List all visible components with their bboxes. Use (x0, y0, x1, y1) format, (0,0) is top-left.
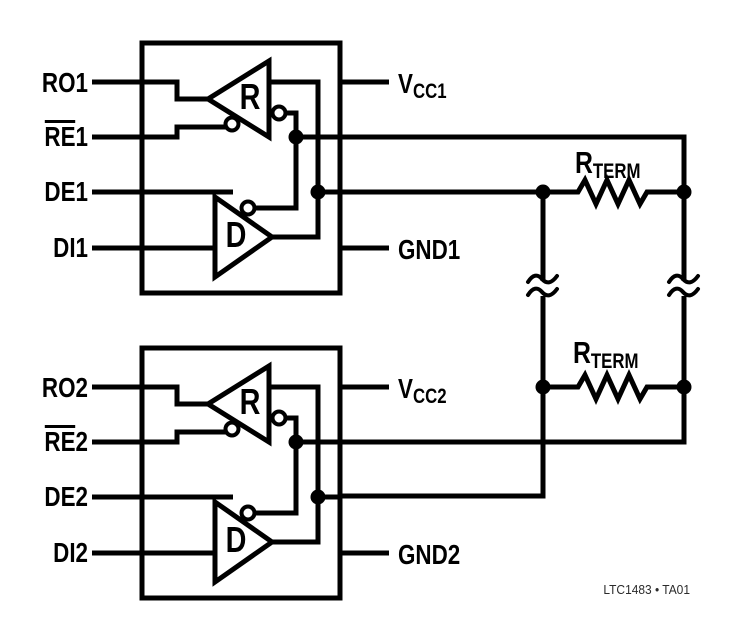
driver1-inverting-output-bubble (239, 199, 257, 217)
line-break-symbol-a (526, 273, 559, 298)
junction-dot (535, 379, 551, 395)
termination-resistor-2-symbol (543, 368, 684, 406)
driver2-inverting-output-bubble (239, 504, 257, 522)
tilde-icon (667, 273, 700, 285)
tilde-icon (526, 286, 559, 298)
rterm2-subscript: TERM (590, 350, 639, 373)
rterm1-main: R (575, 145, 593, 180)
rterm1-label: RTERM (575, 146, 641, 189)
junction-dot (310, 184, 326, 200)
pin-label-gnd2: GND2 (398, 539, 461, 570)
tilde-icon (667, 286, 700, 298)
vcc1-subscript: CC1 (412, 80, 447, 103)
ic1-outline (139, 40, 343, 296)
pin-label-de1: DE1 (44, 176, 88, 207)
driver1-triangle (212, 192, 277, 282)
ro1-wire (92, 79, 209, 102)
inverting-wire (256, 110, 299, 211)
receiver2-inverting-input-bubble (270, 409, 288, 427)
line-break-symbol-b (667, 273, 700, 298)
pin-label-ro1: RO1 (41, 67, 88, 98)
driver1-letter: D (225, 214, 247, 255)
receiver2-triangle (203, 361, 272, 447)
receiver2-enable-bubble (223, 420, 241, 438)
junction-dot (676, 184, 692, 200)
vcc2-main: V (398, 373, 413, 404)
re2-wire (92, 429, 226, 445)
transceiver-1 (92, 40, 389, 296)
pin-label-vcc2: VCC2 (398, 372, 447, 414)
junction-dot (288, 434, 304, 450)
re1-number: 1 (75, 121, 88, 152)
bus-wire-b-lower (340, 296, 687, 445)
termination-resistor-1-symbol (543, 173, 684, 211)
rterm2-main: R (573, 335, 591, 370)
bus-wire-a-lower (340, 296, 546, 499)
vcc1-main: V (398, 68, 413, 99)
ro2-wire (92, 384, 209, 407)
pin-label-re1: RE1 (29, 120, 88, 154)
rterm1-subscript: TERM (592, 160, 641, 183)
driver2-letter: D (225, 519, 247, 560)
transceiver-2 (92, 345, 389, 601)
pin-label-di1: DI1 (53, 232, 88, 263)
tilde-icon (526, 273, 559, 285)
figure-caption: LTC1483 • TA01 (603, 582, 690, 597)
re2-number: 2 (75, 426, 88, 457)
junction-dot (676, 379, 692, 395)
vcc2-subscript: CC2 (412, 385, 447, 408)
bus-wire-b-upper (340, 134, 687, 281)
junction-dot (535, 184, 551, 200)
receiver1-triangle (203, 56, 272, 142)
receiver1-enable-bubble (223, 115, 241, 133)
pin-label-ro2: RO2 (41, 372, 88, 403)
rterm2-label: RTERM (573, 336, 639, 379)
re2-overlined-text: RE (44, 425, 76, 457)
driver2-triangle (212, 497, 277, 587)
pin-label-di2: DI2 (53, 537, 88, 568)
pin-label-re2: RE2 (29, 425, 88, 459)
receiver1-letter: R (239, 76, 261, 117)
ic2-outline (139, 345, 343, 601)
pin-label-de2: DE2 (44, 481, 88, 512)
receiver1-inverting-input-bubble (270, 104, 288, 122)
junction-dot (288, 129, 304, 145)
pin-label-gnd1: GND1 (398, 234, 461, 265)
pin-label-vcc1: VCC1 (398, 67, 447, 109)
noninverting-wire (269, 384, 321, 545)
re1-wire (92, 124, 226, 140)
re1-overlined-text: RE (44, 120, 76, 152)
receiver2-letter: R (239, 381, 261, 422)
inverting-wire (256, 415, 299, 516)
junction-dot (310, 489, 326, 505)
noninverting-wire (269, 79, 321, 240)
